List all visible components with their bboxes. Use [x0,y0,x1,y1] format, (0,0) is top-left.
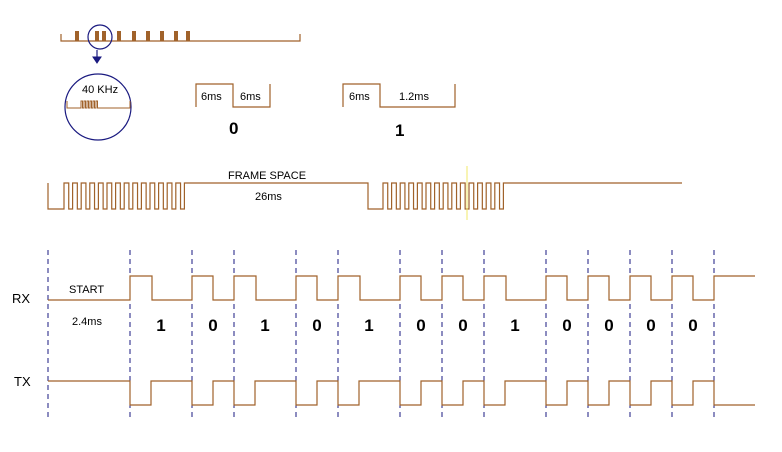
encoding-one-high-label: 6ms [349,91,370,103]
bit-dividers [47,250,715,418]
burst-bar [160,31,164,41]
carrier-frequency-label: 40 KHz [82,84,118,96]
tx-waveform [48,380,755,406]
encoding-one-bit-label: 1 [395,121,404,140]
encoding-zero-low-label: 6ms [240,91,261,103]
burst-bar [132,31,136,41]
bit-label: 0 [646,316,655,335]
bit-label: 1 [510,316,519,335]
burst-bar [102,31,106,41]
arrow-down-icon [92,50,102,64]
bit-label: 0 [604,316,613,335]
bit-label: 0 [208,316,217,335]
zoom-selector-circle [87,24,113,50]
bit-label: 1 [156,316,165,335]
burst-overview [60,24,301,64]
frame-space-label: FRAME SPACE [228,170,306,182]
bit-label: 0 [458,316,467,335]
bit-label: 1 [364,316,373,335]
bit-label: 0 [312,316,321,335]
burst-bar [117,31,121,41]
bit-label: 0 [562,316,571,335]
rx-label: RX [12,291,30,306]
encoding-one-low-label: 1.2ms [399,91,429,103]
carrier-zoom: 40 KHz [64,73,132,141]
frame-waveform-group: FRAME SPACE 26ms [47,166,682,220]
carrier-zoom-circle [64,73,132,141]
frame-space-duration-label: 26ms [255,191,282,203]
frame-waveform [47,182,682,210]
bit-label: 0 [416,316,425,335]
encoding-zero-waveform [195,83,271,108]
bit-labels: 1 0 1 0 1 0 0 1 0 0 0 0 [156,316,697,335]
burst-overview-baseline [60,34,301,42]
encoding-one-waveform [342,83,456,108]
encoding-zero-high-label: 6ms [201,91,222,103]
burst-bar [95,31,99,41]
encoding-zero-bit-label: 0 [229,119,238,138]
encoding-zero: 6ms 6ms 0 [195,83,271,138]
encoding-one: 6ms 1.2ms 1 [342,83,456,140]
bit-label: 1 [260,316,269,335]
start-duration-label: 2.4ms [72,316,102,328]
burst-bar [186,31,190,41]
burst-bar [75,31,79,41]
bit-label: 0 [688,316,697,335]
rx-waveform [48,275,755,301]
timing-diagram: RX TX START 2.4ms 1 0 1 0 1 0 0 1 0 0 0 0 [12,250,755,418]
burst-bar [146,31,150,41]
tx-label: TX [14,374,31,389]
burst-bars [75,31,190,41]
start-label: START [69,284,104,296]
carrier-zoom-waveform [66,100,131,109]
burst-bar [174,31,178,41]
